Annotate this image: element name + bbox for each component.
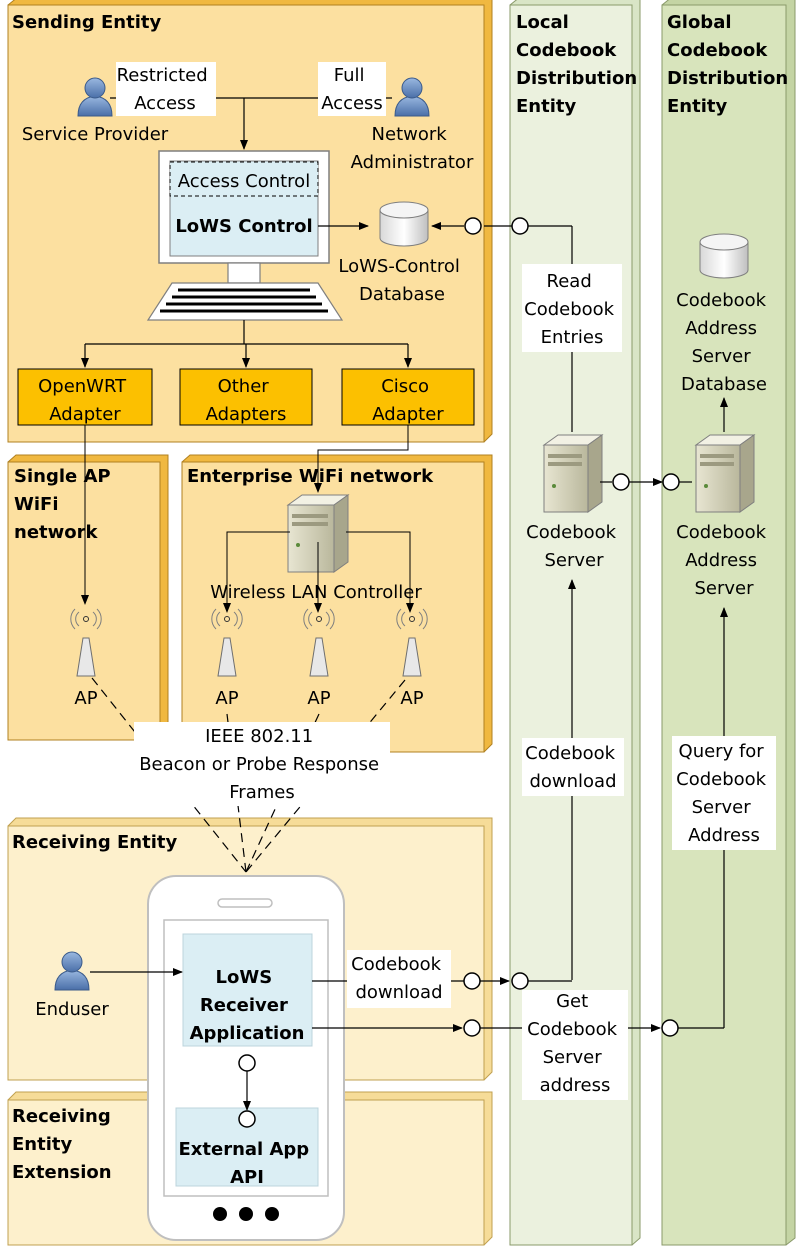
lows-control-label: LoWS Control [175, 216, 312, 237]
access-control-label: Access Control [178, 171, 310, 192]
wlc-label: Wireless LAN Controller [210, 582, 422, 603]
restricted-access-box [116, 62, 216, 116]
receiving-extension-title: Receiving Entity Extension [12, 1106, 117, 1183]
server-icon [286, 494, 350, 573]
receiving-entity-title: Receiving Entity [12, 832, 177, 853]
ap-label: AP [215, 688, 238, 709]
api-port [238, 1054, 256, 1072]
external-api-label: External App API [179, 1139, 316, 1188]
ap-label: AP [307, 688, 330, 709]
restricted-access-label: Restricted Access [117, 65, 214, 114]
frames-label: IEEE 802.11 Beacon or Probe Response Fra… [139, 726, 385, 803]
query-label: Query for Codebook Server Address [676, 741, 772, 846]
api-port [238, 1110, 256, 1128]
download-label: Codebook download [351, 954, 447, 1003]
local-entity-title: Local Codebook Distribution Entity [516, 12, 643, 117]
get-address-box [522, 990, 628, 1100]
wlc-ap-arrow [223, 531, 290, 613]
frames-label-box [134, 722, 390, 806]
user-icon [54, 951, 90, 991]
sending-entity-title: Sending Entity [12, 12, 161, 33]
address-server-label: Codebook Address Server [676, 522, 772, 599]
user-icon [77, 77, 113, 117]
openwrt-adapter-label: OpenWRT Adapter [38, 376, 132, 425]
ap-label: AP [400, 688, 423, 709]
get-address-label: Get Codebook Server address [527, 991, 623, 1096]
get-address-port [463, 1019, 481, 1037]
receiver-app-label: LoWS Receiver Application [190, 967, 305, 1044]
download-port [511, 972, 529, 990]
read-entries-label: Read Codebook Entries [524, 271, 620, 348]
access-point-icon [211, 608, 243, 677]
user-icon [394, 77, 430, 117]
enterprise-wifi-title: Enterprise WiFi network [187, 466, 434, 487]
download-port [463, 972, 481, 990]
server-icon [542, 434, 604, 513]
full-access-box [318, 62, 386, 116]
codebook-download-label: Codebook download [525, 743, 621, 792]
download-label-box [347, 950, 451, 1008]
service-provider-label: Service Provider [22, 124, 169, 145]
db-port [511, 217, 529, 235]
computer-icon [146, 150, 344, 321]
server-icon [694, 434, 756, 513]
network-admin-label: Network Administrator [351, 124, 474, 173]
enduser-label: Enduser [35, 999, 109, 1020]
database-icon [379, 201, 429, 247]
server-link-port [662, 473, 680, 491]
codebook-server-label: Codebook Server [526, 522, 622, 571]
query-box [672, 736, 776, 850]
global-entity-title: Global Codebook Distribution Entity [667, 12, 794, 117]
get-address-port [661, 1019, 679, 1037]
receiver-app-box [182, 933, 313, 1047]
cisco-adapter-box [341, 368, 475, 426]
access-point-icon [70, 608, 102, 677]
codebook-download-box [522, 738, 624, 796]
cisco-wlc-arrow [314, 425, 409, 493]
global-codebook-entity [661, 0, 796, 1246]
read-entries-box [522, 264, 622, 352]
db-port [464, 217, 482, 235]
openwrt-adapter-box [17, 368, 153, 426]
control-db-label: LoWS-Control Database [338, 256, 465, 305]
other-adapters-box [179, 368, 313, 426]
single-ap-title: Single AP WiFi network [14, 466, 117, 543]
other-adapters-label: Other Adapters [206, 376, 287, 425]
cisco-adapter-label: Cisco Adapter [372, 376, 444, 425]
ap-label: AP [74, 688, 97, 709]
address-db-label: Codebook Address Server Database [676, 290, 772, 395]
database-icon [699, 233, 749, 279]
wlc-ap-arrow [346, 531, 414, 613]
server-link-port [612, 473, 630, 491]
full-access-label: Full Access [321, 65, 383, 114]
